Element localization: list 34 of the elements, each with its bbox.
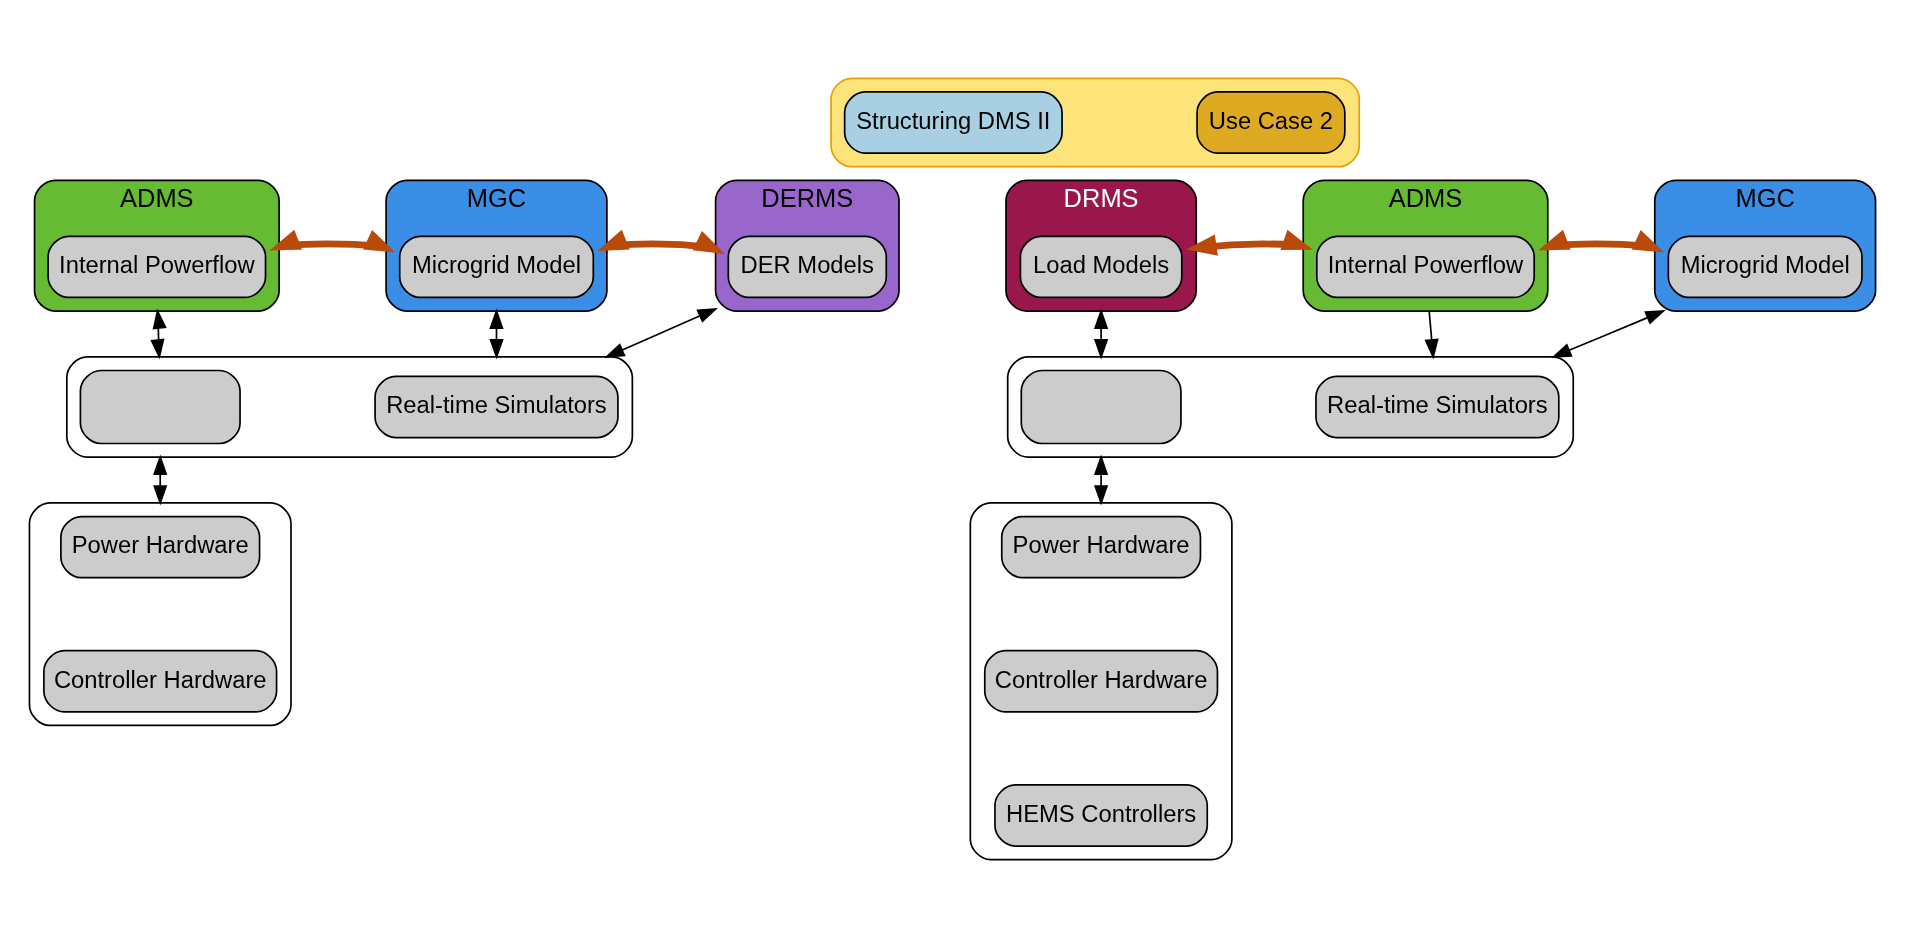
- cluster: [969, 501, 1233, 860]
- node-box: Microgrid Model: [1667, 235, 1863, 298]
- node-box: Structuring DMS II: [843, 90, 1063, 154]
- node-box: [79, 369, 241, 444]
- arrow: [153, 454, 168, 506]
- cluster: [830, 77, 1361, 168]
- node-box: Controller Hardware: [43, 649, 278, 713]
- node-box: Internal Powerflow: [47, 235, 267, 298]
- arrow: [597, 229, 725, 254]
- cluster: [65, 355, 634, 458]
- arrow: [1186, 229, 1313, 256]
- node-box: Real-time Simulators: [1315, 375, 1560, 438]
- node-box: DER Models: [727, 235, 888, 298]
- node-box: HEMS Controllers: [994, 783, 1209, 847]
- node-box: Real-time Simulators: [374, 375, 619, 438]
- arrow: [150, 308, 167, 359]
- arrow: [1538, 229, 1665, 252]
- arrow: [1551, 309, 1666, 358]
- node-box: [1020, 369, 1182, 444]
- arrow: [1093, 307, 1109, 359]
- arrow: [489, 307, 504, 359]
- arrow: [269, 229, 396, 252]
- node-box: Internal Powerflow: [1315, 235, 1536, 298]
- node-box: Use Case 2: [1196, 90, 1346, 154]
- arrow: [1093, 454, 1109, 506]
- cluster: [28, 501, 292, 726]
- arrow: [604, 307, 718, 358]
- cluster: [1006, 355, 1575, 458]
- node-box: Microgrid Model: [398, 235, 595, 298]
- node-box: Power Hardware: [1000, 515, 1202, 579]
- node-box: Load Models: [1019, 235, 1183, 298]
- arrow: [1424, 309, 1439, 359]
- node-box: Controller Hardware: [983, 649, 1219, 713]
- node-box: Power Hardware: [60, 515, 261, 579]
